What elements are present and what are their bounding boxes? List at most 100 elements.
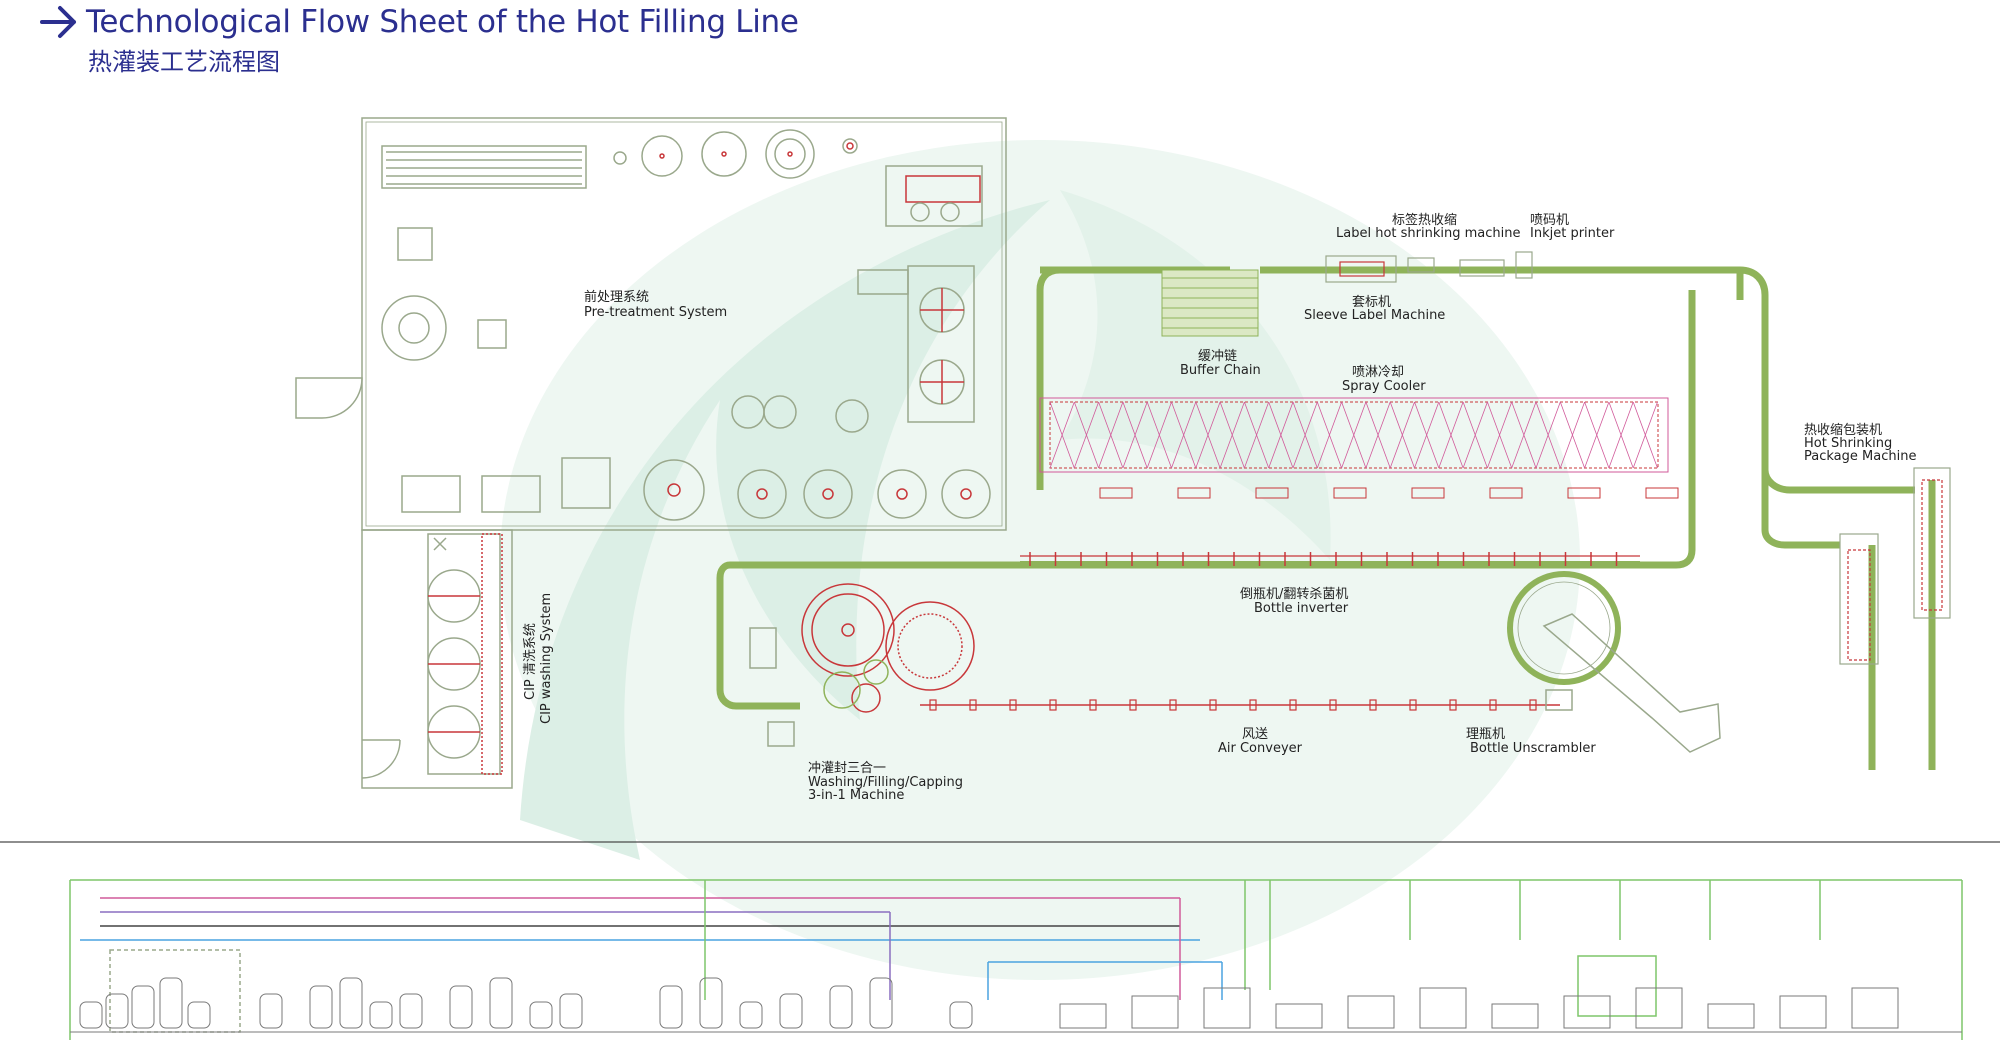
process-equipment bbox=[70, 977, 1962, 1033]
label-unscrambler-en: Bottle Unscrambler bbox=[1470, 741, 1596, 756]
process-pipelines bbox=[69, 879, 1963, 1040]
process-tank bbox=[529, 1001, 553, 1029]
label-filler-en1: Washing/Filling/Capping bbox=[808, 775, 963, 790]
process-tank bbox=[829, 985, 853, 1029]
spray-pump bbox=[1333, 487, 1367, 499]
spray-cell bbox=[1584, 401, 1610, 469]
spray-cell bbox=[1146, 401, 1172, 469]
spray-cell bbox=[1365, 401, 1391, 469]
spray-cell bbox=[1292, 401, 1318, 469]
air-conveyer-ticks bbox=[929, 699, 1537, 711]
label-unscrambler-cn: 理瓶机 bbox=[1466, 727, 1505, 742]
air-tick bbox=[1049, 699, 1057, 711]
watermark-logo bbox=[500, 140, 1580, 980]
pretreatment-room bbox=[295, 117, 1007, 789]
label-inkjet-cn: 喷码机 bbox=[1530, 213, 1569, 228]
spray-cell bbox=[1608, 401, 1634, 469]
process-tank bbox=[187, 1001, 211, 1029]
page-title-cn: 热灌装工艺流程图 bbox=[88, 48, 280, 76]
label-machines bbox=[1325, 251, 1533, 283]
air-tick bbox=[1089, 699, 1097, 711]
line-machine bbox=[1779, 995, 1827, 1029]
label-sleeve-en: Sleeve Label Machine bbox=[1304, 308, 1445, 323]
label-pretreatment-en: Pre-treatment System bbox=[584, 305, 727, 320]
line-machine bbox=[1419, 987, 1467, 1029]
spray-cell bbox=[1122, 401, 1148, 469]
page-title: Technological Flow Sheet of the Hot Fill… bbox=[86, 4, 799, 40]
air-tick bbox=[1449, 699, 1457, 711]
process-tank bbox=[449, 985, 473, 1029]
spray-pump bbox=[1567, 487, 1601, 499]
spray-cell bbox=[1511, 401, 1537, 469]
bottle-inverter-ticks bbox=[1029, 552, 1618, 566]
line-machine bbox=[1203, 987, 1251, 1029]
spray-cell bbox=[1098, 401, 1124, 469]
spray-cell bbox=[1535, 401, 1561, 469]
spray-cell bbox=[1171, 401, 1197, 469]
air-tick bbox=[1489, 699, 1497, 711]
line-machine bbox=[1707, 1003, 1755, 1029]
spray-cell bbox=[1438, 401, 1464, 469]
process-tank bbox=[259, 993, 283, 1029]
equipment-labels: 前处理系统 Pre-treatment System 标签热收缩 Label h… bbox=[523, 212, 1916, 803]
spray-cell bbox=[1341, 401, 1367, 469]
label-inkjet-en: Inkjet printer bbox=[1530, 226, 1615, 241]
line-machine bbox=[1563, 995, 1611, 1029]
process-tank bbox=[105, 993, 129, 1029]
spray-cooler bbox=[1039, 397, 1669, 473]
air-tick bbox=[1249, 699, 1257, 711]
label-hotpack-en1: Hot Shrinking bbox=[1804, 436, 1892, 451]
spray-cell bbox=[1487, 401, 1513, 469]
label-shrink-en: Label hot shrinking machine bbox=[1336, 226, 1520, 241]
line-machine bbox=[1635, 987, 1683, 1029]
spray-pump bbox=[1489, 487, 1523, 499]
spray-pump bbox=[1099, 487, 1133, 499]
label-air-en: Air Conveyer bbox=[1218, 741, 1303, 756]
air-tick bbox=[1529, 699, 1537, 711]
label-shrink-cn: 标签热收缩 bbox=[1392, 212, 1457, 228]
spray-cell bbox=[1244, 401, 1270, 469]
process-tank bbox=[739, 1001, 763, 1029]
label-filler-cn: 冲灌封三合一 bbox=[808, 761, 886, 776]
hot-shrink-machines bbox=[1839, 467, 1951, 665]
line-machine bbox=[1851, 987, 1899, 1029]
spray-cell bbox=[1195, 401, 1221, 469]
arrow-right-icon bbox=[40, 6, 76, 38]
line-machine bbox=[1131, 995, 1179, 1029]
label-hotpack-en2: Package Machine bbox=[1804, 449, 1916, 464]
spray-cell bbox=[1073, 401, 1099, 469]
air-tick bbox=[1289, 699, 1297, 711]
air-tick bbox=[1009, 699, 1017, 711]
line-machine bbox=[1491, 1003, 1539, 1029]
label-spray-en: Spray Cooler bbox=[1342, 379, 1426, 394]
line-machine bbox=[1059, 1003, 1107, 1029]
air-tick bbox=[1209, 699, 1217, 711]
label-buffer-en: Buffer Chain bbox=[1180, 363, 1261, 378]
label-air-cn: 风送 bbox=[1242, 727, 1268, 742]
spray-pump bbox=[1645, 487, 1679, 499]
process-tank bbox=[399, 993, 423, 1029]
process-tank bbox=[339, 977, 363, 1029]
spray-pump bbox=[1177, 487, 1211, 499]
bottle-unscrambler bbox=[1507, 571, 1721, 753]
spray-cell bbox=[1632, 401, 1658, 469]
label-sleeve-cn: 套标机 bbox=[1352, 294, 1391, 310]
label-pretreatment-cn: 前处理系统 bbox=[584, 289, 649, 305]
air-tick bbox=[969, 699, 977, 711]
air-tick bbox=[1329, 699, 1337, 711]
label-spray-cn: 喷淋冷却 bbox=[1352, 365, 1404, 380]
spray-cell bbox=[1389, 401, 1415, 469]
label-inverter-cn: 倒瓶机/翻转杀菌机 bbox=[1240, 587, 1348, 602]
label-inverter-en: Bottle inverter bbox=[1254, 601, 1349, 616]
label-filler-en2: 3-in-1 Machine bbox=[808, 788, 904, 803]
process-tank bbox=[659, 985, 683, 1029]
label-hotpack-cn: 热收缩包装机 bbox=[1804, 422, 1882, 438]
line-machine bbox=[1275, 1003, 1323, 1029]
process-tank bbox=[949, 1001, 973, 1029]
bottle-inverter bbox=[1020, 555, 1640, 563]
label-cip-cn: CIP 清洗系统 bbox=[523, 623, 538, 700]
spray-pump bbox=[1411, 487, 1445, 499]
line-machine bbox=[1347, 995, 1395, 1029]
process-tank bbox=[559, 993, 583, 1029]
